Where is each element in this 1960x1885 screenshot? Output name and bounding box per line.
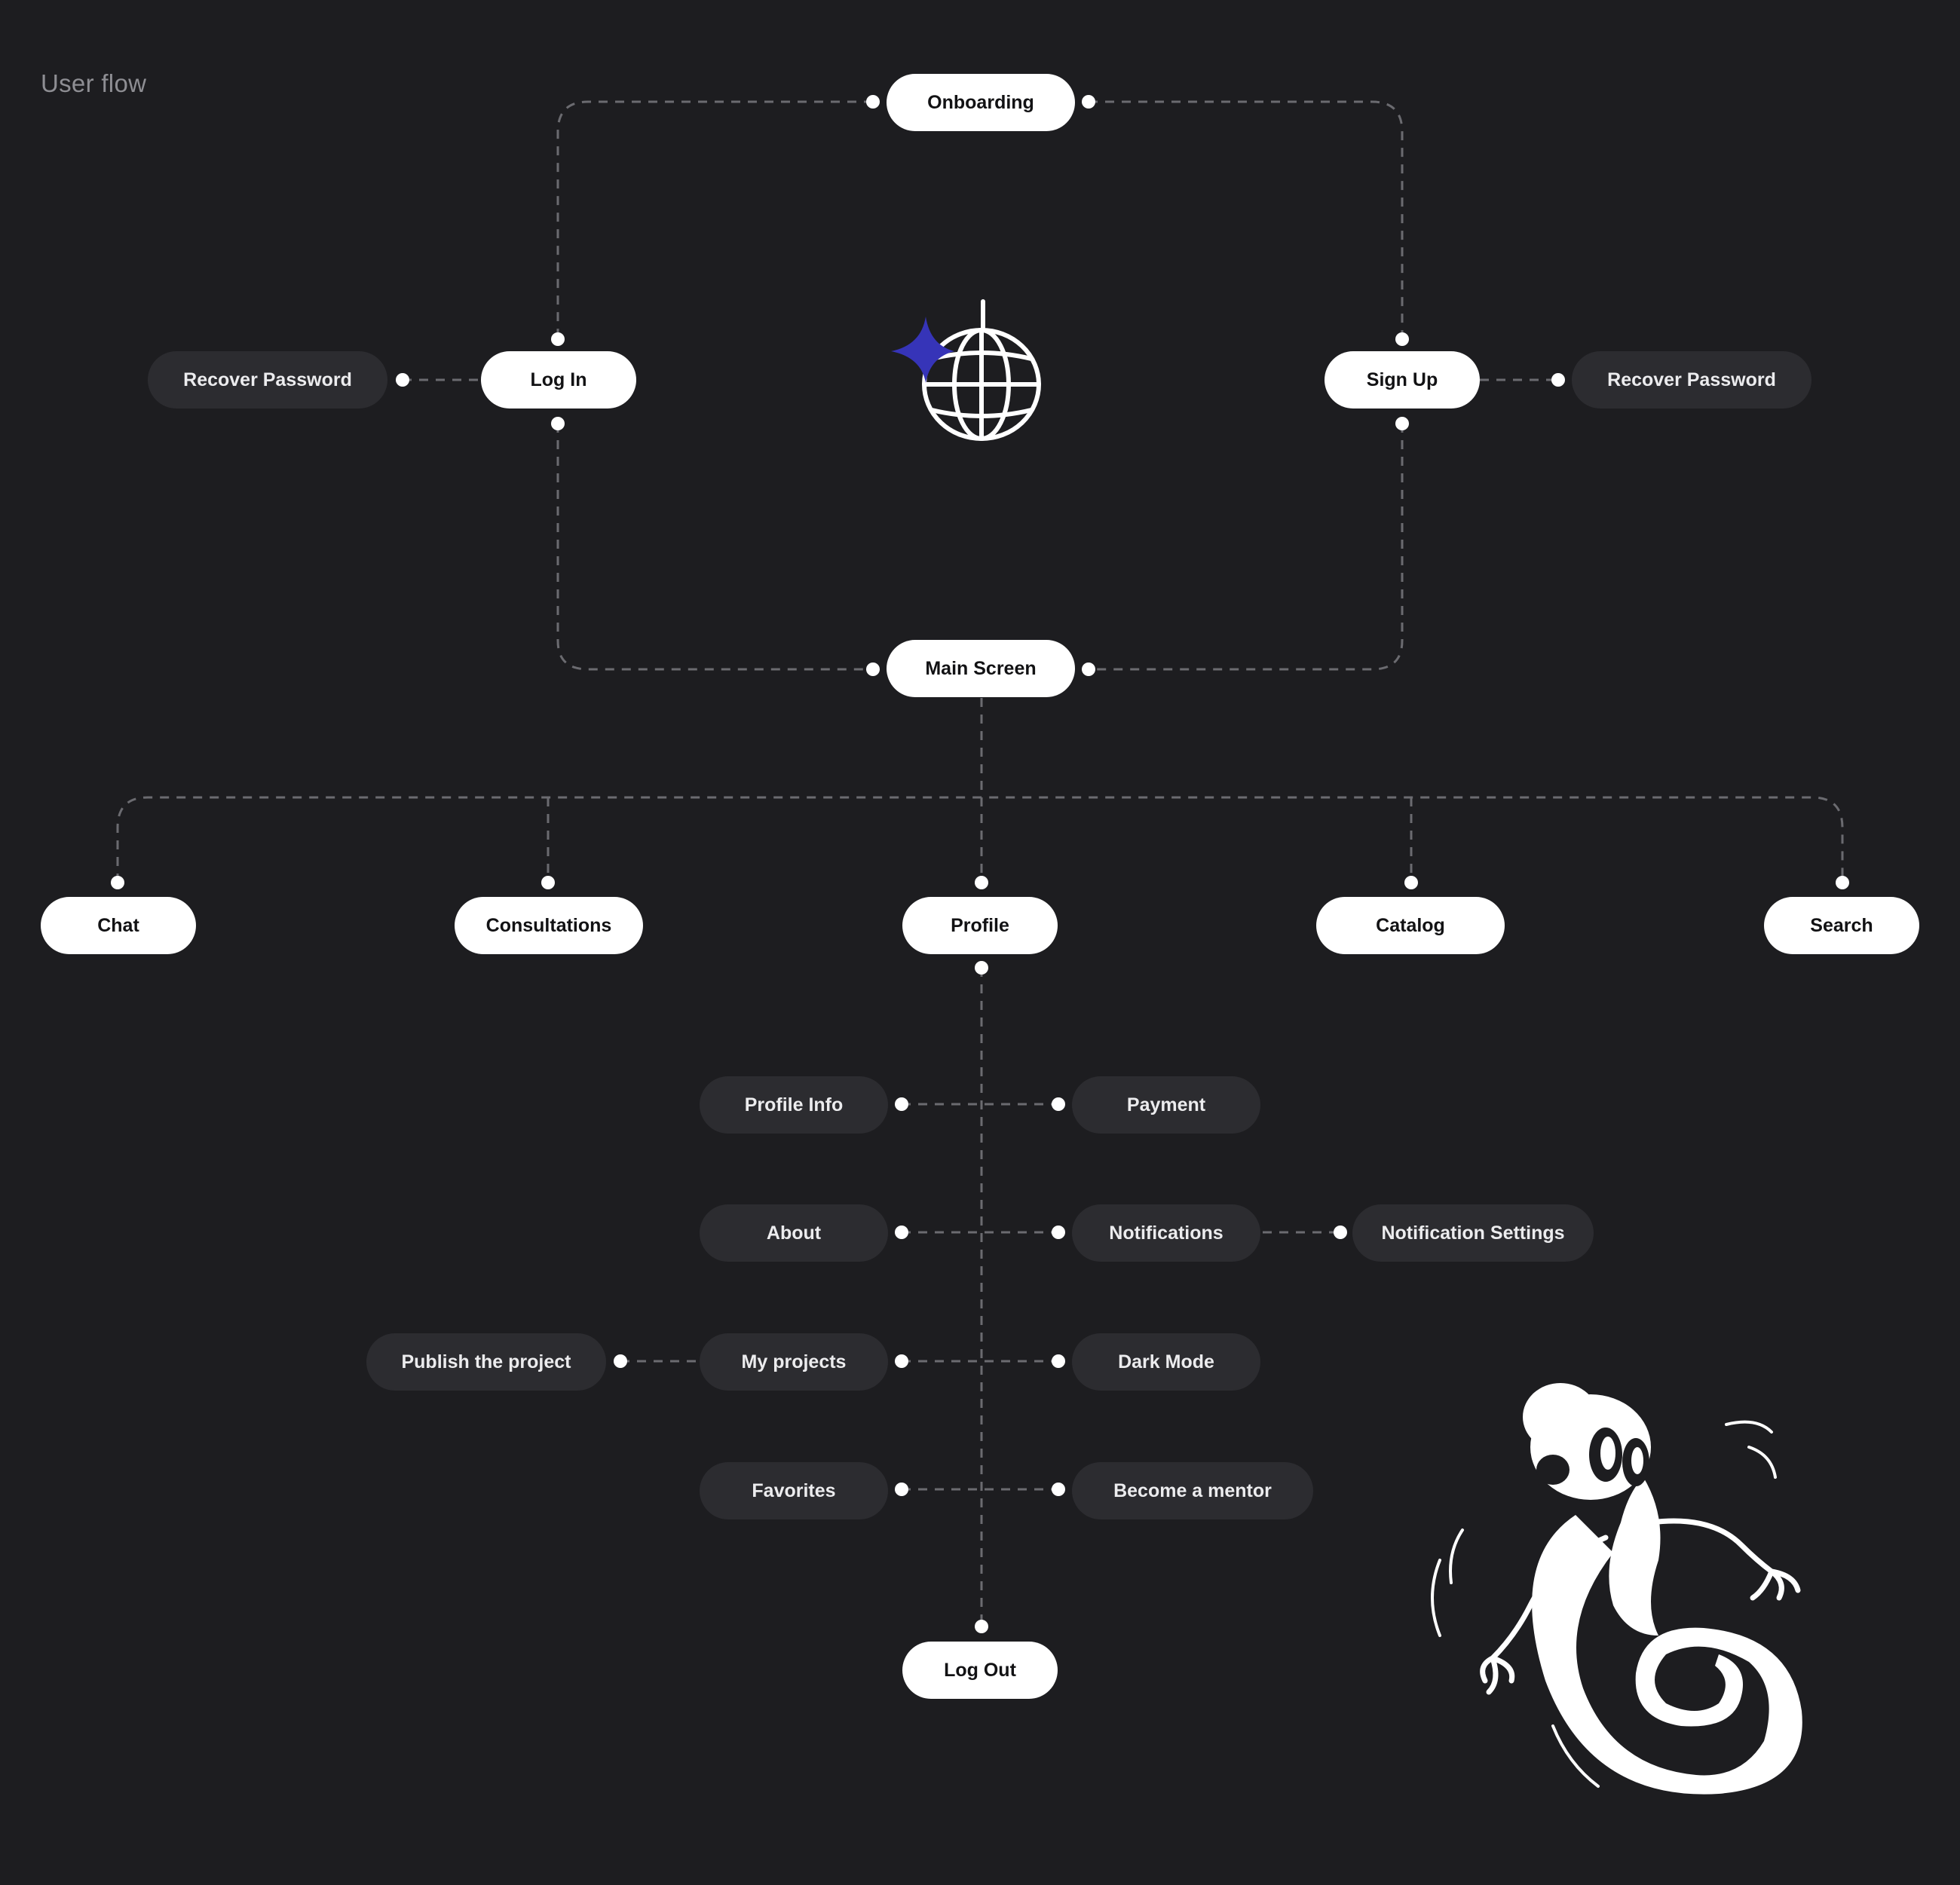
node-label: Chat	[97, 914, 139, 936]
node-payment[interactable]: Payment	[1072, 1076, 1260, 1134]
node-label: Log Out	[944, 1659, 1016, 1681]
dot	[1836, 876, 1849, 889]
node-onboarding[interactable]: Onboarding	[887, 74, 1075, 131]
dot	[975, 1620, 988, 1633]
sparkle-icon	[891, 317, 954, 383]
dot	[1395, 417, 1409, 430]
node-label: Search	[1810, 914, 1873, 936]
dot	[895, 1097, 908, 1111]
dot	[1082, 663, 1095, 676]
node-label: Notification Settings	[1381, 1222, 1565, 1244]
node-label: Main Screen	[925, 657, 1037, 679]
node-label: Publish the project	[401, 1351, 571, 1372]
disco-globe-icon	[891, 299, 1041, 441]
node-sign-up[interactable]: Sign Up	[1325, 351, 1480, 409]
dot	[614, 1354, 627, 1368]
node-label: Profile Info	[744, 1094, 844, 1115]
node-notifications[interactable]: Notifications	[1072, 1204, 1260, 1262]
dot	[1551, 373, 1565, 387]
node-label: Favorites	[752, 1480, 836, 1501]
connector-signup-main	[1089, 424, 1404, 671]
node-catalog[interactable]: Catalog	[1316, 897, 1505, 954]
dot	[866, 95, 880, 109]
node-publish-the-project[interactable]: Publish the project	[366, 1333, 606, 1391]
dot	[551, 417, 565, 430]
node-search[interactable]: Search	[1764, 897, 1919, 954]
dot	[1082, 95, 1095, 109]
dot	[1052, 1483, 1065, 1496]
node-profile[interactable]: Profile	[902, 897, 1058, 954]
dot	[541, 876, 555, 889]
node-label: Payment	[1126, 1094, 1206, 1115]
connector-login-main	[556, 424, 873, 671]
dot	[895, 1483, 908, 1496]
node-consultations[interactable]: Consultations	[455, 897, 643, 954]
surfing-monkey-mascot	[1431, 1383, 1802, 1795]
node-label: Recover Password	[183, 369, 352, 390]
dot	[1052, 1354, 1065, 1368]
node-favorites[interactable]: Favorites	[700, 1462, 888, 1519]
dot	[396, 373, 409, 387]
node-log-out[interactable]: Log Out	[902, 1642, 1058, 1699]
connector-branch-bar	[116, 796, 1844, 883]
dot	[1404, 876, 1418, 889]
node-my-projects[interactable]: My projects	[700, 1333, 888, 1391]
node-chat[interactable]: Chat	[41, 897, 196, 954]
node-label: Profile	[951, 914, 1009, 936]
node-notification-settings[interactable]: Notification Settings	[1352, 1204, 1594, 1262]
node-log-in[interactable]: Log In	[481, 351, 636, 409]
node-about[interactable]: About	[700, 1204, 888, 1262]
node-label: Recover Password	[1607, 369, 1776, 390]
dot	[895, 1354, 908, 1368]
node-profile-info[interactable]: Profile Info	[700, 1076, 888, 1134]
node-label: About	[766, 1222, 822, 1244]
node-recover-password-left[interactable]: Recover Password	[148, 351, 387, 409]
node-label: Onboarding	[927, 91, 1034, 113]
dot	[975, 961, 988, 975]
node-label: Sign Up	[1366, 369, 1438, 390]
dot	[1395, 332, 1409, 346]
dot	[975, 876, 988, 889]
node-label: Consultations	[485, 914, 612, 936]
node-recover-password-right[interactable]: Recover Password	[1572, 351, 1811, 409]
page-title: User flow	[41, 69, 147, 97]
node-label: Catalog	[1376, 914, 1445, 936]
node-become-a-mentor[interactable]: Become a mentor	[1072, 1462, 1313, 1519]
node-label: Notifications	[1109, 1222, 1223, 1244]
node-label: Dark Mode	[1118, 1351, 1214, 1372]
dot	[895, 1226, 908, 1239]
node-dark-mode[interactable]: Dark Mode	[1072, 1333, 1260, 1391]
dot	[111, 876, 124, 889]
node-label: Become a mentor	[1113, 1480, 1272, 1501]
dot	[866, 663, 880, 676]
connector-onboarding-signup	[1089, 100, 1404, 339]
node-label: Log In	[530, 369, 587, 390]
connector-onboarding-login	[556, 100, 873, 339]
dot	[1052, 1097, 1065, 1111]
dot	[1334, 1226, 1347, 1239]
dot	[1052, 1226, 1065, 1239]
dot	[551, 332, 565, 346]
node-main-screen[interactable]: Main Screen	[887, 640, 1075, 697]
node-label: My projects	[741, 1351, 847, 1372]
